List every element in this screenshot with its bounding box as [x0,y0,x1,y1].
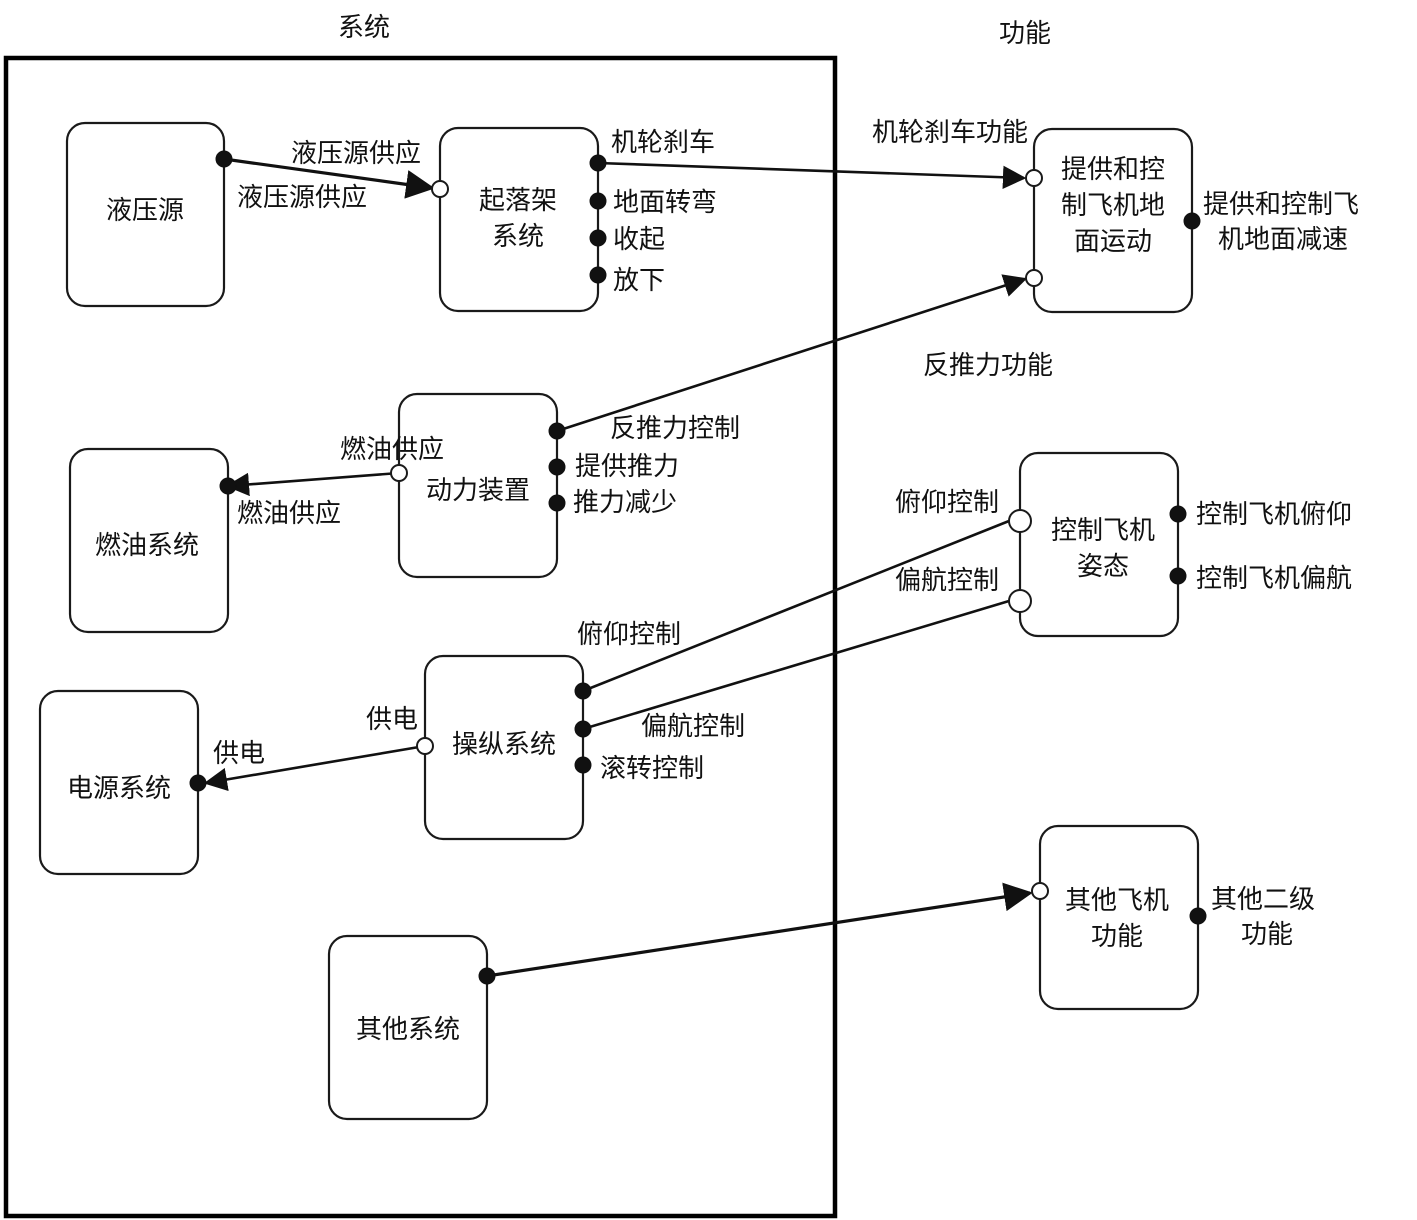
thrust-reduce-label: 推力减少 [573,488,677,518]
reverse-thrust-control-label: 反推力控制 [610,414,740,444]
control-pitch-label: 控制飞机俯仰 [1196,500,1352,530]
attitude-label-line1: 控制飞机 [1051,516,1155,546]
control-pitch-out-port [1169,505,1187,523]
flight-control-label: 操纵系统 [452,730,556,760]
connector-reverse-thrust [556,274,1028,433]
reverse-thrust-port [548,422,566,440]
powerplant-fuel-in-port [390,464,408,482]
provide-thrust-label: 提供推力 [575,452,679,482]
hydraulic-out-label: 液压源供应 [237,183,367,213]
systems-boundary-frame [3,55,838,1219]
landing-gear-label-line1: 起落架 [479,186,557,216]
fuel-out-label: 燃油供应 [237,499,341,529]
ground-decel-out-port [1183,212,1201,230]
wheel-brake-function-label: 机轮刹车功能 [872,118,1028,148]
power-out-label: 供电 [213,739,265,769]
other-secondary-label-line2: 功能 [1241,920,1293,950]
fuel-out-port [219,477,237,495]
other-function-block: 其他飞机 功能 [1038,824,1200,1011]
connector-wheel-brake [597,161,1027,189]
ground-decel-label-line1: 提供和控制飞 [1203,190,1359,220]
other-function-label-line2: 功能 [1091,922,1143,952]
hydraulic-out-port [215,150,233,168]
retract-port [589,229,607,247]
wheel-brake-label: 机轮刹车 [611,128,715,158]
other-systems-label: 其他系统 [356,1015,460,1045]
ground-motion-label-line3: 面运动 [1074,227,1152,257]
electrical-power-block: 电源系统 [38,689,200,876]
roll-control-label: 滚转控制 [600,754,704,784]
ground-motion-brake-in-port [1025,169,1043,187]
attitude-pitch-in-port [1008,509,1032,533]
pitch-control-label: 俯仰控制 [577,620,681,650]
pitch-control-port [574,682,592,700]
ground-motion-reverse-in-port [1025,269,1043,287]
ground-motion-label-line1: 提供和控 [1061,155,1165,185]
yaw-control-label: 偏航控制 [641,712,745,742]
landing-gear-in-label: 液压源供应 [291,139,421,169]
attitude-pitch-in-label: 俯仰控制 [895,488,999,518]
attitude-function-block: 控制飞机 姿态 [1018,451,1180,638]
other-systems-out-port [478,967,496,985]
reverse-thrust-function-label: 反推力功能 [923,351,1053,381]
other-function-in-port [1031,882,1049,900]
ground-steering-label: 地面转弯 [613,188,717,218]
functions-header: 功能 [999,19,1051,49]
systems-header: 系统 [338,13,390,43]
landing-gear-label-line2: 系统 [492,222,544,252]
powerplant-fuel-in-label: 燃油供应 [340,435,444,465]
attitude-yaw-in-label: 偏航控制 [895,566,999,596]
ground-decel-label-line2: 机地面减速 [1218,225,1348,255]
other-secondary-out-port [1189,907,1207,925]
fuel-system-label: 燃油系统 [95,531,199,561]
extend-port [589,266,607,284]
connector-fuel-supply [225,471,400,497]
attitude-yaw-in-port [1008,589,1032,613]
power-out-port [189,774,207,792]
flight-control-block: 操纵系统 [423,654,585,841]
other-systems-block: 其他系统 [327,934,489,1121]
control-yaw-out-port [1169,567,1187,585]
flight-control-power-in-port [416,737,434,755]
provide-thrust-port [548,458,566,476]
ground-steering-port [589,192,607,210]
connector-power-supply [203,744,426,792]
control-yaw-label: 控制飞机偏航 [1196,564,1352,594]
connector-hydraulic-to-landing-gear [223,157,435,199]
other-function-label-line1: 其他飞机 [1065,886,1169,916]
electrical-power-label: 电源系统 [67,774,171,804]
connector-yaw-control [582,599,1010,731]
ground-motion-label-line2: 制飞机地 [1061,191,1165,221]
wheel-brake-port [589,154,607,172]
powerplant-label: 动力装置 [426,476,530,506]
landing-gear-in-port [431,180,449,198]
other-secondary-label-line1: 其他二级 [1211,885,1315,915]
roll-control-port [574,756,592,774]
powerplant-block: 动力装置 [397,392,559,579]
flight-control-power-in-label: 供电 [366,705,418,735]
hydraulic-source-label: 液压源 [106,196,184,226]
retract-label: 收起 [613,225,665,255]
thrust-reduce-port [548,494,566,512]
yaw-control-port [574,720,592,738]
attitude-label-line2: 姿态 [1077,552,1129,582]
ground-motion-function-block: 提供和控 制飞机地 面运动 [1032,127,1194,314]
hydraulic-source-block: 液压源 [65,121,226,308]
fuel-system-block: 燃油系统 [68,447,230,634]
extend-label: 放下 [613,266,665,296]
landing-gear-block: 起落架 系统 [438,126,600,313]
connector-other-function [486,882,1033,978]
connector-pitch-control [582,519,1010,693]
